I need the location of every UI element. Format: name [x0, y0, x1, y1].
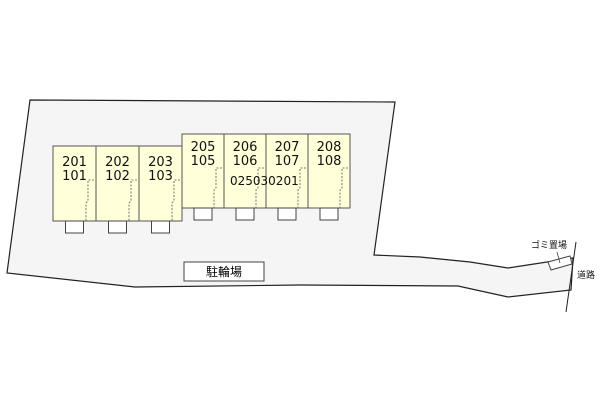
porch: [319, 207, 339, 221]
unit-number-upper: 203: [148, 155, 173, 170]
partition-line: [339, 167, 348, 208]
unit-number-lower: 103: [148, 169, 173, 184]
road-label: 道路: [577, 269, 595, 281]
partition-line: [297, 167, 306, 208]
unit-number-lower: 101: [62, 169, 87, 184]
property-code: 025030201: [230, 174, 299, 188]
unit-number-upper: 205: [191, 140, 216, 155]
partition-line: [213, 167, 222, 208]
partition-line: [85, 179, 94, 221]
bicycle-parking-label: 駐輪場: [206, 264, 242, 279]
road-line: [565, 241, 577, 313]
unit-number-lower: 108: [317, 154, 342, 169]
porch: [151, 220, 170, 234]
garbage-leader: [556, 251, 561, 264]
unit-number-lower: 105: [191, 154, 216, 169]
unit-block: [307, 133, 351, 209]
garbage-area-label: ゴミ置場: [531, 239, 567, 251]
unit-number-lower: 107: [275, 154, 300, 169]
unit-number-upper: 202: [105, 155, 130, 170]
porch: [108, 220, 127, 234]
unit-number-lower: 102: [105, 169, 130, 184]
porch: [193, 207, 213, 221]
partition-line: [128, 179, 137, 221]
unit-block: [95, 145, 140, 222]
unit-block: [223, 133, 267, 209]
unit-block: [52, 145, 97, 222]
unit-number-lower: 106: [233, 154, 258, 169]
porch: [65, 220, 84, 234]
unit-number-upper: 207: [275, 140, 300, 155]
unit-number-upper: 208: [317, 140, 342, 155]
porch: [277, 207, 297, 221]
unit-number-upper: 201: [62, 155, 87, 170]
porch: [235, 207, 255, 221]
partition-line: [255, 167, 264, 208]
unit-number-upper: 206: [233, 140, 258, 155]
bicycle-parking: [183, 261, 265, 282]
partition-line: [171, 179, 180, 221]
